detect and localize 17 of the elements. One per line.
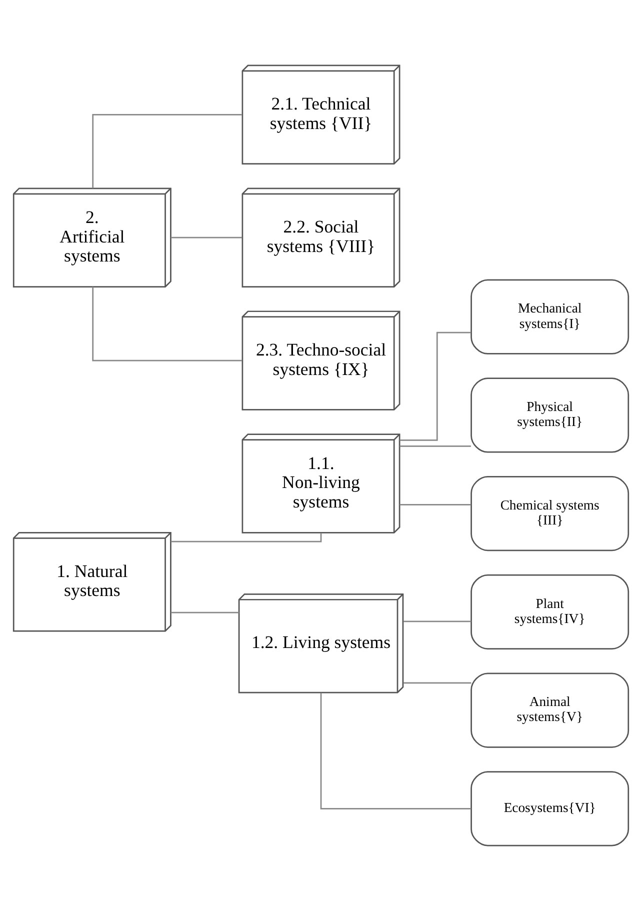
node-box: Chemical systems {III} <box>470 476 630 552</box>
connector <box>400 504 471 506</box>
node-box: Physical systems{II} <box>470 378 630 453</box>
connector <box>404 682 472 684</box>
node-box: Mechanical systems{I} <box>470 279 630 354</box>
connector <box>320 692 472 810</box>
connector <box>170 533 322 542</box>
connector <box>404 620 472 622</box>
connector <box>92 114 242 188</box>
connector <box>170 612 239 614</box>
connector <box>400 332 471 441</box>
connector <box>400 445 471 447</box>
node-box: Plant systems{IV} <box>470 574 630 650</box>
connector <box>170 236 242 238</box>
connector <box>92 286 242 362</box>
node-box: Ecosystems{VI} <box>470 771 630 846</box>
node-box: Animal systems{V} <box>470 672 630 748</box>
